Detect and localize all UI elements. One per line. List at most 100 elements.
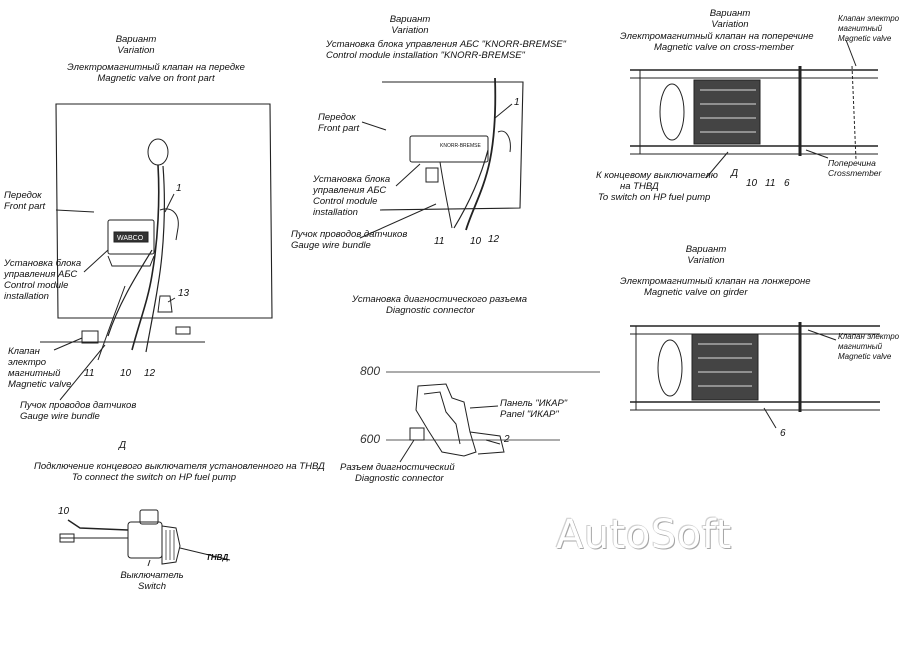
- cm-switch-ru-1: К концевому выключателю: [596, 170, 718, 181]
- girder-title-ru: Электромагнитный клапан на лонжероне: [620, 276, 811, 287]
- cm-valve-ru-2: магнитный: [838, 24, 883, 33]
- crossmember-leader-cm: [805, 149, 829, 159]
- diag-connector-en: Diagnostic connector: [355, 473, 444, 484]
- crossmember-leader-switch: [705, 151, 729, 179]
- front-valve-block: [81, 330, 99, 344]
- cm-heading-ru: Вариант: [709, 8, 751, 19]
- diag-scale-800: 800: [360, 364, 381, 378]
- girder-valve-en: Magnetic valve: [838, 352, 892, 361]
- knorr-callout-10: 10: [470, 236, 482, 247]
- cm-callout-d: Д: [731, 168, 739, 179]
- cm-title-ru: Электромагнитный клапан на поперечине: [620, 31, 814, 42]
- diag-panel-ru: Панель "ИКАР": [500, 398, 568, 409]
- knorr-leader-bundle: [359, 203, 437, 239]
- front-callout-12: 12: [144, 368, 156, 379]
- knorr-leader-1: [494, 103, 513, 119]
- diag-connector: [409, 427, 425, 441]
- cm-switch-en: To switch on HP fuel pump: [598, 192, 711, 203]
- front-module-bracket: [107, 255, 155, 267]
- front-abs-label-en-1: Control module: [4, 280, 69, 291]
- girder-heading-ru: Вариант: [685, 244, 727, 255]
- crossmember-wheel: [659, 83, 685, 141]
- diag-leader-connector: [399, 439, 415, 463]
- knorr-module-ru-2: управления АБС: [313, 185, 387, 196]
- front-valve-label-ru-3: магнитный: [8, 368, 61, 379]
- switch-callout-d: Д: [119, 440, 127, 451]
- knorr-module-ru-1: Установка блока: [313, 174, 391, 185]
- diag-callout-2: 2: [504, 434, 510, 445]
- front-part-label-en: Front part: [4, 201, 46, 212]
- knorr-panel-outline: [379, 81, 524, 211]
- knorr-heading-ru: Вариант: [389, 14, 431, 25]
- front-tag: [175, 326, 191, 335]
- crossmember-beam-3: [851, 65, 857, 161]
- cm-valve-ru-1: Клапан электро: [838, 14, 900, 23]
- knorr-leader-module: [395, 163, 421, 187]
- switch-tnvd-line: [179, 547, 231, 561]
- knorr-callout-12: 12: [488, 234, 500, 245]
- knorr-wire-4: [497, 130, 511, 153]
- front-abs-module: [107, 219, 155, 255]
- front-leader-1: [164, 193, 175, 213]
- front-abs-label-en-2: installation: [4, 291, 49, 302]
- girder-title-en: Magnetic valve on girder: [644, 287, 748, 298]
- knorr-wire-1: [465, 77, 497, 231]
- knorr-module: [409, 135, 489, 163]
- switch-cap: [139, 509, 159, 525]
- cm-callout-11: 11: [765, 178, 776, 189]
- diag-title-en: Diagnostic connector: [386, 305, 475, 316]
- switch-title-ru: Подключение концевого выключателя устано…: [34, 461, 325, 472]
- knorr-wire-2: [453, 149, 489, 229]
- front-callout-11: 11: [84, 368, 95, 379]
- girder-valve-ru-2: магнитный: [838, 342, 883, 351]
- crossmember-leader-valve: [845, 39, 857, 67]
- knorr-front-en: Front part: [318, 123, 360, 134]
- front-panel-outline: [55, 103, 273, 319]
- knorr-title-ru: Установка блока управления АБС "KNORR-BR…: [326, 39, 566, 50]
- girder-engine-detail: [698, 343, 752, 387]
- front-abs-module-label: [113, 231, 149, 243]
- diag-title-ru: Установка диагностического разъема: [352, 294, 527, 305]
- front-callout-1: 1: [176, 183, 182, 194]
- cm-title-en: Magnetic valve on cross-member: [654, 42, 794, 53]
- crossmember-engine-detail: [700, 89, 756, 133]
- switch-body: [127, 521, 163, 559]
- knorr-bundle-en: Gauge wire bundle: [291, 240, 371, 251]
- cm-valve-en: Magnetic valve: [838, 34, 892, 43]
- switch-terminal: [59, 533, 75, 543]
- front-panel-opening: [147, 138, 169, 166]
- front-valve-label-ru-1: Клапан: [8, 346, 40, 357]
- front-variant-heading-ru: Вариант: [115, 34, 157, 45]
- knorr-module-en-2: installation: [313, 207, 358, 218]
- switch-coil-lines: [165, 530, 175, 560]
- cm-heading-en: Variation: [711, 19, 749, 30]
- girder-engine: [691, 333, 759, 401]
- front-variant-title-en: Magnetic valve on front part: [97, 73, 215, 84]
- front-wire-2: [145, 165, 165, 353]
- cm-callout-10: 10: [746, 178, 758, 189]
- knorr-callout-1: 1: [514, 97, 520, 108]
- girder-leader-valve: [807, 329, 837, 341]
- front-module-brand: WABCO: [117, 235, 144, 242]
- front-callout-10: 10: [120, 368, 132, 379]
- diag-connector-ru: Разъем диагностический: [340, 462, 455, 473]
- diag-leader-panel: [469, 405, 499, 409]
- diag-scale-600: 600: [360, 432, 381, 446]
- front-valve-label-ru-2: электро: [8, 357, 47, 368]
- cm-crossmember-ru: Поперечина: [828, 158, 876, 168]
- knorr-front-ru: Передок: [318, 112, 356, 123]
- knorr-title-en: Control module installation "KNORR-BREMS…: [326, 50, 525, 61]
- switch-callout-10: 10: [58, 506, 70, 517]
- front-leader-valve: [53, 337, 83, 351]
- front-leader-13: [167, 297, 176, 303]
- front-wire-1: [131, 164, 160, 351]
- diag-panel-en: Panel "ИКАР": [500, 409, 559, 420]
- switch-wire: [67, 519, 129, 531]
- girder-heading-en: Variation: [687, 255, 725, 266]
- knorr-module-en-1: Control module: [313, 196, 378, 207]
- knorr-callout-11: 11: [434, 236, 445, 247]
- girder-wheel: [657, 339, 683, 397]
- girder-leader-6: [763, 407, 777, 429]
- knorr-bundle-ru: Пучок проводов датчиков: [291, 229, 408, 240]
- front-leader-bundle: [59, 344, 106, 401]
